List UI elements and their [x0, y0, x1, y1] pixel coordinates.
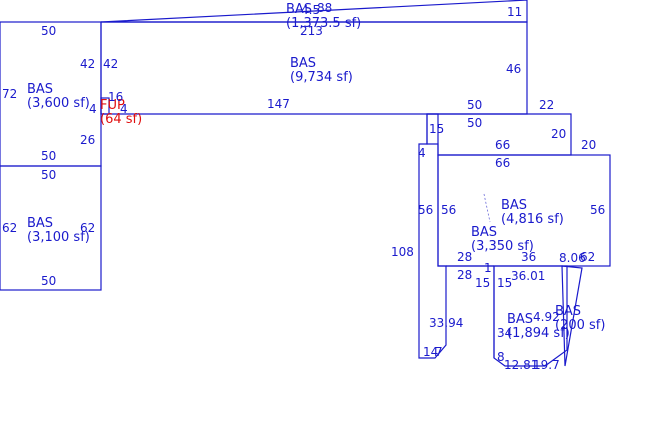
outline-left-lower-section [0, 165, 102, 291]
area-label-right-mid: BAS (3,350 sf) [471, 225, 534, 254]
area-code: BAS [507, 312, 533, 327]
area-label-main: BAS (9,734 sf) [290, 56, 353, 85]
dimension-label: 26 [80, 133, 95, 147]
dimension-label: 213 [300, 24, 323, 38]
dimension-label: 34 [497, 326, 512, 340]
dimension-label: 28 [457, 250, 472, 264]
outline-small-triangle [561, 265, 583, 367]
area-code: FUP [100, 98, 125, 113]
dimension-label: 4.5 [301, 3, 320, 17]
area-size: (1,373.5 sf) [286, 16, 361, 31]
area-code: BAS [286, 2, 312, 17]
dimension-label: 20 [581, 138, 596, 152]
area-size: (3,600 sf) [27, 96, 90, 111]
dimension-label: 66 [495, 156, 510, 170]
dimension-label: 15 [497, 276, 512, 290]
area-size: (64 sf) [100, 112, 142, 127]
dimension-label: 4.92 [533, 310, 560, 324]
dimension-label: 1 [484, 261, 492, 275]
outline-lower-spine [418, 113, 447, 359]
dimension-label: 147 [267, 97, 290, 111]
dimension-label: 8 [497, 350, 505, 364]
area-code: BAS [290, 56, 316, 71]
area-label-top: BAS (1,373.5 sf) [286, 2, 361, 31]
dimension-label: 22 [539, 98, 554, 112]
dimension-label: 88 [317, 1, 332, 15]
dimension-label: 8.06 [559, 251, 586, 265]
dimension-label: 4 [418, 146, 426, 160]
dimension-label: 46 [506, 62, 521, 76]
area-code: BAS [501, 198, 527, 213]
area-size: (1,894 sf) [507, 326, 570, 341]
dimension-label: 36.01 [511, 269, 545, 283]
area-size: (9,734 sf) [290, 70, 353, 85]
dimension-label: 66 [495, 138, 510, 152]
dimension-label: 50 [41, 24, 56, 38]
dimension-label: 108 [391, 245, 414, 259]
outline-fup-section [100, 97, 110, 115]
area-label-left-upper: BAS (3,600 sf) [27, 82, 90, 111]
dimension-label: 33.94 [429, 316, 463, 330]
dimension-label: 28 [457, 268, 472, 282]
dimension-label: 20 [551, 127, 566, 141]
dimension-label: 50 [467, 116, 482, 130]
dimension-label: 50 [41, 274, 56, 288]
dimension-label: 56 [441, 203, 456, 217]
area-label-small: BAS (200 sf) [555, 304, 605, 333]
area-code: BAS [27, 82, 53, 97]
area-label-fup: FUP (64 sf) [100, 98, 142, 127]
area-size: (4,816 sf) [501, 212, 564, 227]
dimension-label: 14 [423, 345, 438, 359]
area-size: (200 sf) [555, 318, 605, 333]
dimension-label: 15 [429, 122, 444, 136]
dimension-label: 56 [590, 203, 605, 217]
dimension-label: 42 [80, 57, 95, 71]
interior-dashed-line [483, 193, 491, 223]
area-size: (3,100 sf) [27, 230, 90, 245]
dimension-label: 50 [41, 168, 56, 182]
dimension-label: 11 [507, 5, 522, 19]
dimension-label: 42 [103, 57, 118, 71]
dimension-label: 50 [41, 149, 56, 163]
dimension-label: 7 [435, 345, 443, 359]
dimension-label: 12.81 [504, 358, 538, 372]
area-label-left-lower: BAS (3,100 sf) [27, 216, 90, 245]
dimension-label: 62 [580, 250, 595, 264]
area-code: BAS [471, 225, 497, 240]
dimension-label: 36 [521, 250, 536, 264]
dimension-label: 15 [475, 276, 490, 290]
dimension-label: 62 [2, 221, 17, 235]
dimension-label: 19.7 [533, 358, 560, 372]
dimension-label: 72 [2, 87, 17, 101]
area-label-right-large: BAS (4,816 sf) [501, 198, 564, 227]
dimension-label: 62 [80, 221, 95, 235]
area-code: BAS [555, 304, 581, 319]
dimension-label: 4 [89, 102, 97, 116]
dimension-label: 56 [418, 203, 433, 217]
dimension-label: 4 [120, 102, 128, 116]
area-label-lower: BAS (1,894 sf) [507, 312, 570, 341]
dimension-label: 16 [108, 90, 123, 104]
area-size: (3,350 sf) [471, 239, 534, 254]
dimension-label: 50 [467, 98, 482, 112]
area-code: BAS [27, 216, 53, 231]
